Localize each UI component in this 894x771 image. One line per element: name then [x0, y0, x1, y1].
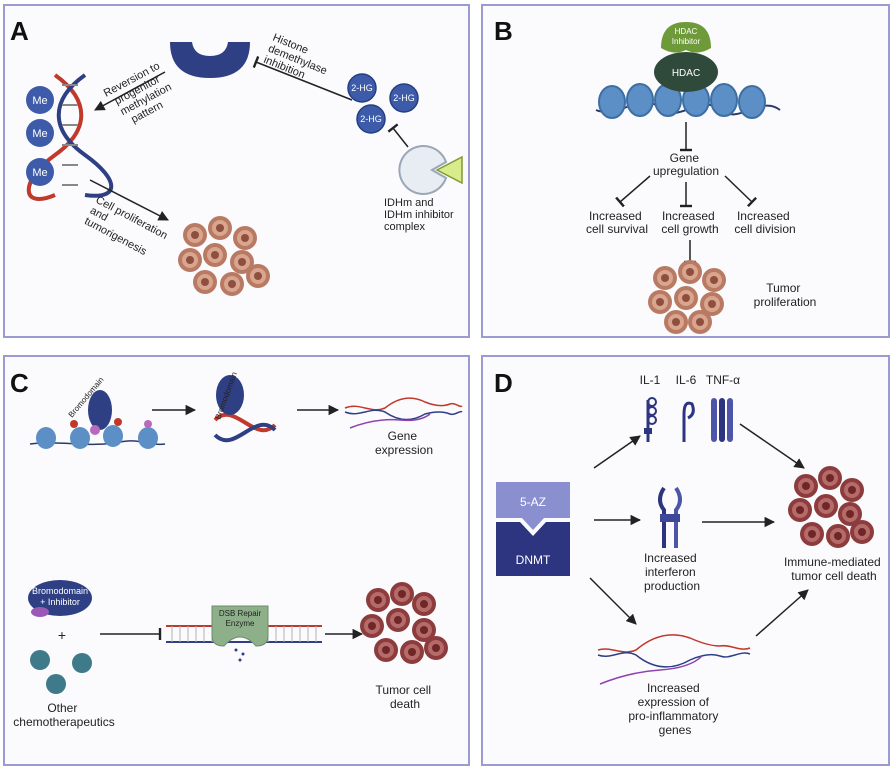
svg-text:2-HG: 2-HG [360, 114, 382, 124]
inhibition-arrow [252, 55, 353, 101]
chromatin-icon [595, 83, 781, 119]
transcription-bubble-icon [344, 397, 463, 429]
death-arrow [739, 423, 805, 469]
expression-arrow [589, 577, 637, 625]
hdac-enzyme-icon: HDAC [654, 52, 718, 92]
tumor-proliferation-label: Tumor proliferation [754, 281, 817, 309]
bromodomain-chromatin-icon [29, 390, 166, 449]
proliferation-arrow [89, 179, 169, 221]
svg-text:2-HG: 2-HG [393, 93, 415, 103]
bromodomain-dna-icon [213, 375, 277, 443]
interferon-receptor-icon [658, 486, 682, 548]
methyl-group-icon: Me [26, 158, 54, 186]
svg-text:Enzyme: Enzyme [226, 619, 255, 628]
il1-receptor-icon [644, 397, 657, 442]
panel-a-letter: A [10, 16, 29, 46]
panel-d-letter: D [494, 368, 513, 398]
tnf-alpha-label: TNF-α [706, 373, 740, 387]
panel-b: B HDAC HDAC Inhibitor Gene upregulation [481, 4, 890, 338]
2hg-metabolite-icon: 2-HG [389, 83, 419, 113]
il1-label: IL-1 [640, 373, 661, 387]
svg-text:Bromodomain: Bromodomain [32, 586, 88, 596]
cell-survival-label: Increased cell survival [586, 209, 648, 236]
interferon-production-label: Increased interferon production [644, 551, 700, 593]
panel-c: C Bromodomain Bromodomain [3, 355, 470, 766]
cell-growth-label: Increased cell growth [661, 209, 718, 236]
survival-arrow [615, 175, 651, 208]
il6-label: IL-6 [676, 373, 697, 387]
reversion-arrow [94, 71, 166, 111]
svg-text:Inhibitor: Inhibitor [672, 37, 701, 46]
idhm-complex-label: IDHm and IDHm inhibitor complex [384, 197, 457, 233]
methyl-group-icon: Me [26, 86, 54, 114]
chemotherapeutic-molecules-icon [30, 650, 92, 694]
tnf-receptor-icon [711, 398, 733, 442]
2hg-metabolite-icon: 2-HG [356, 104, 386, 134]
svg-text:DNMT: DNMT [516, 553, 551, 567]
demethylase-enzyme-icon [170, 42, 250, 78]
pro-inflammatory-label: Increased expression of pro-inflammatory… [628, 681, 721, 737]
panel-c-letter: C [10, 368, 29, 398]
svg-text:Me: Me [32, 167, 47, 179]
svg-text:Me: Me [32, 95, 47, 107]
2hg-metabolite-icon: 2-HG [347, 73, 377, 103]
svg-text:2-HG: 2-HG [351, 83, 373, 93]
svg-text:Me: Me [32, 128, 47, 140]
chemotherapeutics-label: Other chemotherapeutics [13, 701, 114, 729]
death-arrow [755, 589, 809, 637]
plus-sign: + [58, 627, 66, 643]
bromodomain-inhibitor-icon: Bromodomain + Inhibitor [28, 580, 92, 617]
gene-expression-label: Gene expression [375, 429, 433, 457]
division-arrow [724, 175, 758, 208]
cell-division-label: Increased cell division [734, 209, 795, 236]
cytokine-arrow [593, 435, 641, 469]
il6-receptor-icon [682, 401, 695, 442]
svg-text:DSB Repair: DSB Repair [219, 609, 262, 618]
gene-upregulation-label: Gene upregulation [653, 151, 719, 178]
transcription-bubble-icon [597, 634, 751, 685]
inhibition-arrow [387, 123, 409, 148]
panel-c-border [3, 355, 470, 766]
methyl-group-icon: Me [26, 119, 54, 147]
dsb-repair-enzyme-icon: DSB Repair Enzyme [211, 605, 269, 662]
svg-text:HDAC: HDAC [672, 68, 700, 79]
panel-d: D IL-1 IL-6 TNF-α 5-AZ DNMT [481, 355, 890, 766]
5az-drug-icon: 5-AZ [496, 482, 570, 530]
panel-b-letter: B [494, 16, 513, 46]
hdac-inhibitor-icon: HDAC Inhibitor [661, 22, 711, 53]
svg-text:+ Inhibitor: + Inhibitor [40, 597, 80, 607]
svg-text:5-AZ: 5-AZ [520, 495, 546, 509]
panel-a: A Me Me Me 2-HG [3, 4, 470, 338]
dnmt-enzyme-icon: DNMT [496, 522, 570, 576]
dna-helix-icon [26, 73, 114, 201]
idhm-inhibitor-complex-icon [398, 145, 463, 195]
immune-mediated-label: Immune-mediated tumor cell death [784, 555, 884, 583]
svg-text:HDAC: HDAC [675, 27, 698, 36]
tumor-cell-death-label: Tumor cell death [376, 683, 435, 711]
